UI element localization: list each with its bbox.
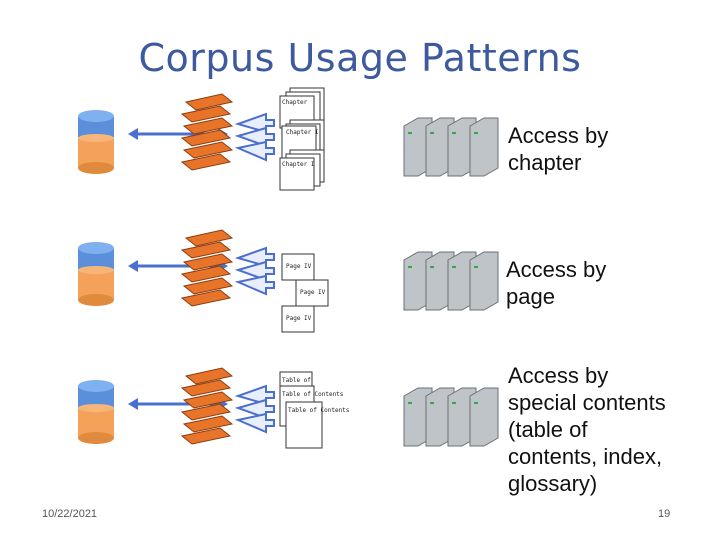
database-icon [78,380,114,444]
footer-page-number: 19 [658,508,671,520]
page-stack: Page IV Page IV Page IV [281,253,329,333]
server-rack-icon [403,117,499,177]
caption-line: Access by [506,257,607,282]
split-arrows-icon [234,246,275,296]
page-label: Page IV [286,315,312,322]
footer-date: 10/22/2021 [42,508,98,520]
caption-line: chapter [508,150,582,175]
caption-line: contents, index, [508,444,663,469]
contents-label: Table of Contents [282,391,344,398]
book-stack-icon [180,229,234,307]
split-arrows-icon [234,112,275,162]
server-rack-icon [403,251,499,311]
document-stack: Chapter Chapter I Chapter I [279,87,325,191]
contents-label: Table of [282,377,311,384]
doc-label: Chapter I [282,161,315,168]
database-icon [78,242,114,306]
caption-line: special contents [508,390,666,415]
caption-line: glossary) [508,471,598,496]
caption-line: Access by [508,123,609,148]
caption-access-by-chapter: Access by chapter [508,122,608,176]
caption-line: (table of [508,417,588,442]
book-stack-icon [180,93,234,171]
contents-stack: Table of Table of Contents Table of Cont… [279,371,350,449]
caption-line: Access by [508,363,609,388]
doc-label: Chapter [282,99,308,106]
page-label: Page IV [286,263,312,270]
caption-access-by-special-contents: Access by special contents (table of con… [508,362,666,497]
page-label: Page IV [300,289,326,296]
caption-access-by-page: Access by page [506,256,606,310]
contents-label: Table of Contents [288,407,350,414]
server-rack-icon [403,387,499,447]
split-arrows-icon [234,384,275,434]
slide-title: Corpus Usage Patterns [138,36,582,80]
database-icon [78,110,114,174]
book-stack-icon [180,367,234,445]
doc-label: Chapter I [286,129,319,136]
caption-line: page [506,284,555,309]
